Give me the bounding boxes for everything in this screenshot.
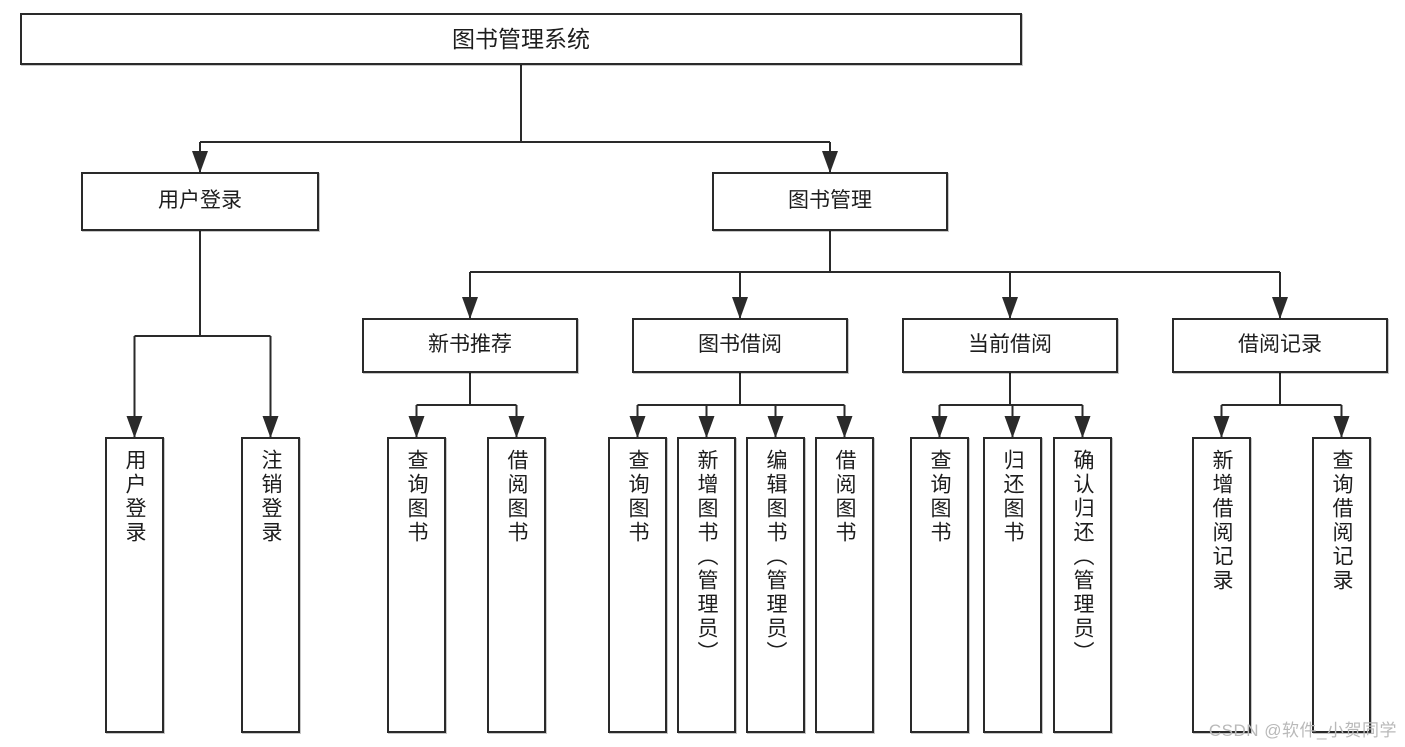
node-leaf-confirm-return[interactable]: 确认归还（管理员） [1053, 437, 1112, 733]
node-leaf-edit-book[interactable]: 编辑图书（管理员） [746, 437, 805, 733]
arrowhead-leaf-add-record [1213, 416, 1230, 438]
node-borrow-record[interactable]: 借阅记录 [1172, 318, 1388, 373]
node-label: 新增借阅记录 [1210, 449, 1233, 593]
arrowhead-leaf-borrow-book [836, 416, 853, 438]
arrowhead-leaf-logout [262, 416, 279, 438]
arrowhead-leaf-edit-book [767, 416, 784, 438]
node-book-borrow[interactable]: 图书借阅 [632, 318, 848, 373]
node-leaf-borrow-book[interactable]: 借阅图书 [815, 437, 874, 733]
node-label: 注销登录 [259, 449, 282, 545]
node-label: 借阅记录 [1238, 333, 1322, 357]
node-current-borrow[interactable]: 当前借阅 [902, 318, 1118, 373]
node-label: 当前借阅 [968, 333, 1052, 357]
node-label: 查询借阅记录 [1330, 449, 1353, 593]
arrowhead-leaf-confirm-return [1074, 416, 1091, 438]
node-label: 用户登录 [123, 449, 146, 545]
node-leaf-query-book-rec[interactable]: 查询图书 [387, 437, 446, 733]
node-leaf-query-book-borrow[interactable]: 查询图书 [608, 437, 667, 733]
arrowhead-leaf-user-login [126, 416, 143, 438]
arrowhead-leaf-borrow-book-rec [508, 416, 525, 438]
node-label: 归还图书 [1001, 449, 1024, 545]
node-leaf-logout[interactable]: 注销登录 [241, 437, 300, 733]
arrowhead-leaf-query-record [1333, 416, 1350, 438]
arrowhead-book-borrow [732, 297, 748, 319]
node-leaf-query-record[interactable]: 查询借阅记录 [1312, 437, 1371, 733]
node-leaf-query-book-current[interactable]: 查询图书 [910, 437, 969, 733]
arrowhead-leaf-query-book-rec [408, 416, 425, 438]
node-leaf-borrow-book-rec[interactable]: 借阅图书 [487, 437, 546, 733]
node-label: 借阅图书 [505, 449, 528, 545]
node-label: 用户登录 [158, 189, 242, 213]
arrowhead-new-book-recommend [462, 297, 478, 319]
arrowhead-leaf-return-book [1004, 416, 1021, 438]
arrowhead-user-login [192, 151, 208, 173]
node-label: 查询图书 [405, 449, 428, 545]
node-label: 编辑图书（管理员） [764, 449, 787, 665]
arrowhead-leaf-query-book-borrow [629, 416, 646, 438]
node-label: 查询图书 [626, 449, 649, 545]
node-label: 新书推荐 [428, 333, 512, 357]
node-user-login[interactable]: 用户登录 [81, 172, 319, 231]
node-label: 图书管理系统 [452, 25, 590, 52]
arrowhead-borrow-record [1272, 297, 1288, 319]
node-label: 借阅图书 [833, 449, 856, 545]
node-leaf-user-login[interactable]: 用户登录 [105, 437, 164, 733]
node-label: 图书管理 [788, 189, 872, 213]
arrowhead-leaf-add-book [698, 416, 715, 438]
arrowhead-current-borrow [1002, 297, 1018, 319]
node-label: 确认归还（管理员） [1071, 449, 1094, 665]
node-book-manage[interactable]: 图书管理 [712, 172, 948, 231]
node-leaf-add-record[interactable]: 新增借阅记录 [1192, 437, 1251, 733]
arrowhead-leaf-query-book-current [931, 416, 948, 438]
node-leaf-add-book[interactable]: 新增图书（管理员） [677, 437, 736, 733]
node-new-book-recommend[interactable]: 新书推荐 [362, 318, 578, 373]
node-root[interactable]: 图书管理系统 [20, 13, 1022, 65]
node-label: 查询图书 [928, 449, 951, 545]
node-label: 新增图书（管理员） [695, 449, 718, 665]
arrowhead-book-manage [822, 151, 838, 173]
node-leaf-return-book[interactable]: 归还图书 [983, 437, 1042, 733]
node-label: 图书借阅 [698, 333, 782, 357]
